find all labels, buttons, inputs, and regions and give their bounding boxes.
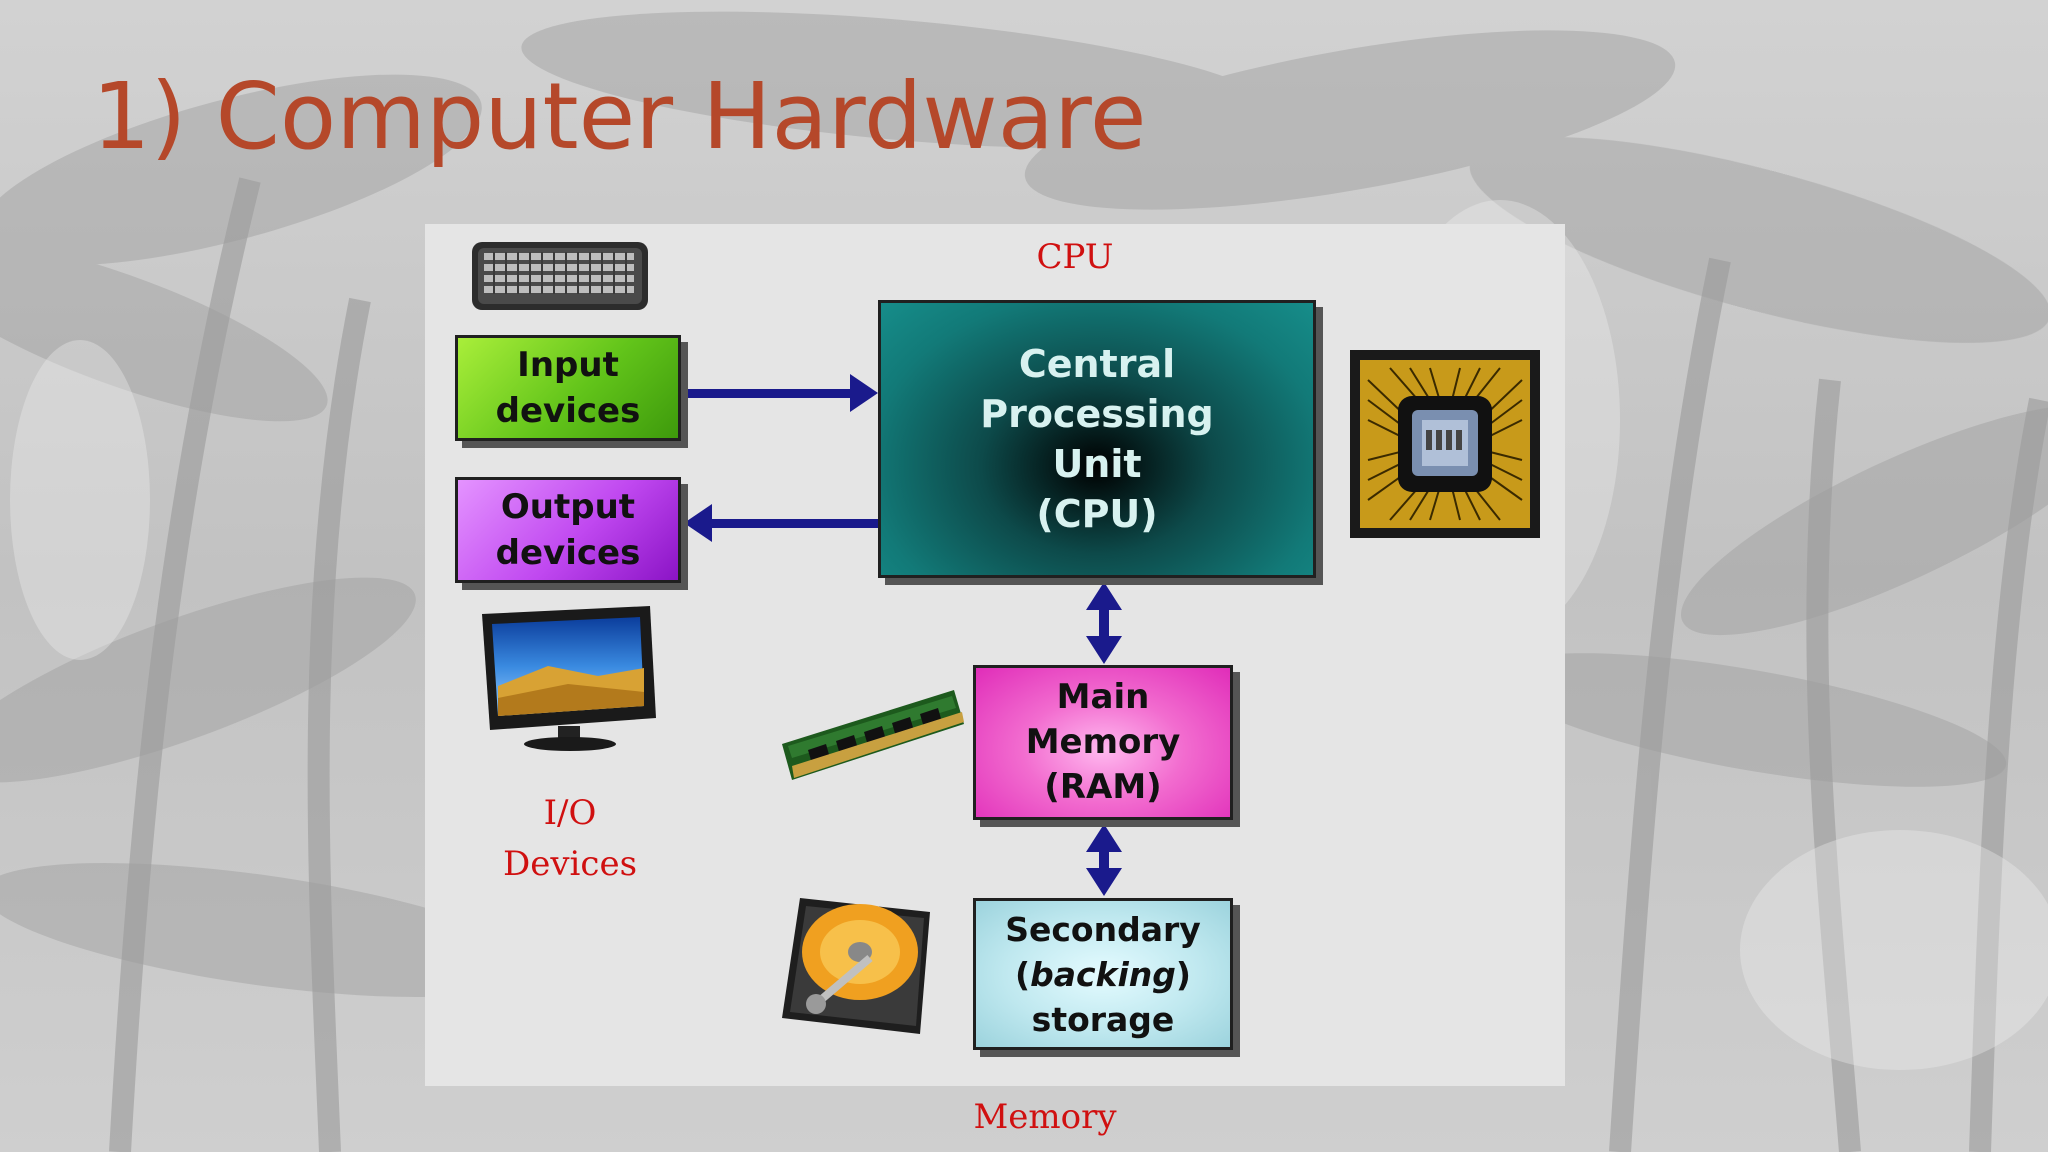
output-devices-line1: Output [500, 487, 636, 527]
secondary-storage-box: Secondary (backing) storage [973, 898, 1233, 1050]
cpu-box: Central Processing Unit (CPU) [878, 300, 1316, 578]
secondary-storage-paren-open: ( [1014, 954, 1031, 994]
secondary-storage-line3: storage [1031, 999, 1175, 1039]
input-devices-box: Input devices [455, 335, 681, 441]
arrow-cpu-ram [1086, 582, 1122, 664]
hard-disk-icon [782, 898, 930, 1034]
cpu-box-line3: Unit [1052, 442, 1142, 486]
label-io-devices: I/O Devices [470, 788, 670, 890]
secondary-storage-line2: (backing) [1015, 952, 1191, 997]
cpu-chip-icon [1350, 350, 1540, 538]
input-devices-line1: Input [517, 345, 619, 385]
monitor-icon [482, 606, 656, 751]
main-memory-line3: (RAM) [1044, 767, 1162, 807]
main-memory-box: Main Memory (RAM) [973, 665, 1233, 820]
slide-title: 1) Computer Hardware [92, 63, 1147, 170]
label-memory: Memory [973, 1097, 1117, 1137]
main-memory-line2: Memory [1025, 722, 1181, 762]
output-devices-box: Output devices [455, 477, 681, 583]
keyboard-icon [472, 242, 648, 310]
arrow-cpu-to-output [684, 504, 878, 542]
secondary-storage-line1: Secondary [1005, 909, 1201, 949]
label-io-line2: Devices [502, 844, 638, 884]
cpu-box-line2: Processing [980, 392, 1214, 436]
label-io-line1: I/O [543, 793, 597, 833]
cpu-box-line1: Central [1018, 342, 1176, 386]
input-devices-line2: devices [495, 391, 641, 431]
ram-stick-icon [782, 690, 964, 780]
main-memory-line1: Main [1056, 677, 1150, 717]
secondary-storage-paren-close: ) [1175, 954, 1191, 994]
output-devices-line2: devices [495, 533, 641, 573]
cpu-box-line4: (CPU) [1036, 492, 1158, 536]
arrow-input-to-cpu [683, 374, 878, 412]
arrow-ram-storage [1086, 824, 1122, 896]
label-cpu: CPU [1036, 237, 1114, 277]
secondary-storage-backing: backing [1030, 954, 1176, 994]
